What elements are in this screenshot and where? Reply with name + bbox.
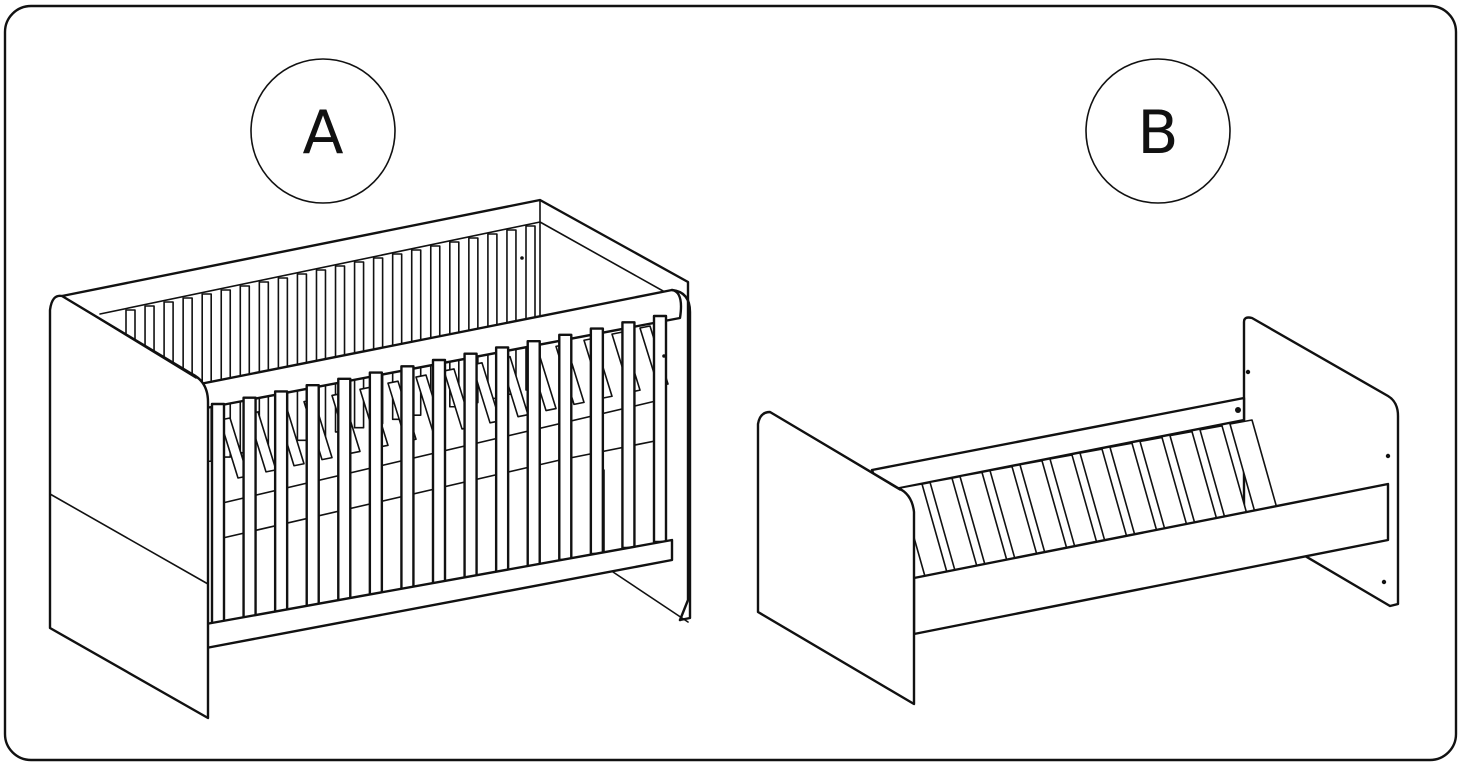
label-a-badge: A bbox=[250, 58, 396, 204]
crib-front-slat bbox=[400, 365, 415, 592]
crib-front-slat bbox=[305, 383, 320, 610]
crib-left-panel-divider bbox=[49, 493, 209, 585]
outer-frame bbox=[3, 4, 1458, 762]
crib-front-slat bbox=[242, 396, 257, 622]
crib-left-panel-edge bbox=[61, 295, 197, 379]
crib-front-slat bbox=[652, 314, 668, 544]
crib-front-slat bbox=[210, 402, 226, 628]
crib-back-slat bbox=[391, 253, 403, 421]
crib-back-slat bbox=[353, 261, 365, 429]
crib-front-slat bbox=[463, 352, 478, 580]
crib-front-slat bbox=[558, 333, 573, 562]
crib-back-slat bbox=[410, 249, 422, 416]
bed-drawing bbox=[756, 316, 1400, 706]
crib-front-slat bbox=[589, 327, 605, 556]
crib-left-end-panel bbox=[48, 294, 210, 720]
crib-front-slat bbox=[368, 371, 384, 598]
crib-front-slat bbox=[431, 358, 447, 586]
crib-screw-1 bbox=[520, 256, 524, 260]
crib-screw-2 bbox=[662, 354, 666, 358]
crib-front-slat bbox=[494, 346, 510, 574]
label-b-circle bbox=[1085, 58, 1231, 204]
crib-drawing bbox=[48, 198, 692, 720]
bed-footboard-top bbox=[769, 411, 901, 491]
label-a-text: A bbox=[302, 98, 343, 168]
crib-back-slat bbox=[296, 273, 308, 442]
crib-right-end-panel bbox=[670, 288, 692, 622]
crib-front-slat bbox=[621, 321, 636, 550]
bed-screw-1 bbox=[1245, 369, 1251, 375]
bed-screw-3 bbox=[1381, 579, 1387, 585]
label-b-text: B bbox=[1137, 98, 1178, 168]
label-a-circle bbox=[250, 58, 396, 204]
crib-front-slats bbox=[210, 314, 668, 628]
crib-back-frame bbox=[60, 198, 690, 622]
crib-back-slat bbox=[220, 289, 232, 458]
bed-screw-4 bbox=[1235, 407, 1241, 413]
bed-front-footboard bbox=[756, 410, 916, 706]
bed-screw-2 bbox=[1385, 453, 1391, 459]
label-b-badge: B bbox=[1085, 58, 1231, 204]
crib-front-slat bbox=[526, 339, 541, 568]
crib-front-slat bbox=[337, 377, 352, 604]
crib-front-slat bbox=[273, 390, 289, 616]
